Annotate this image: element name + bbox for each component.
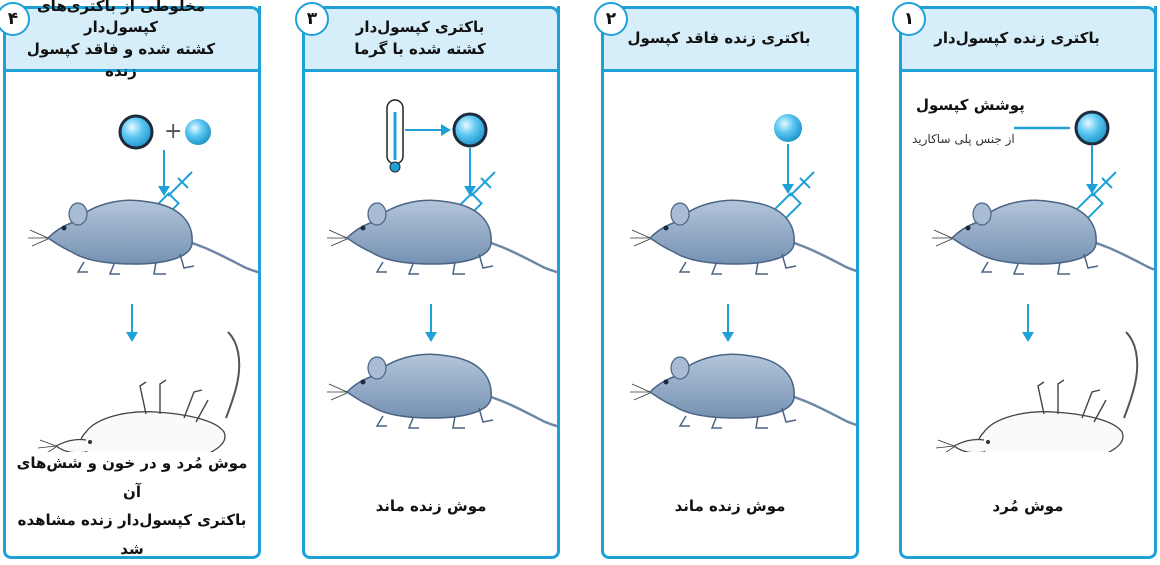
mouse-dead-icon — [936, 332, 1137, 452]
capsulated-bacteria-icon — [454, 114, 486, 146]
panel-4-header: مخلوطی از باکتری‌های کپسول‌دار کشته شده … — [3, 6, 261, 72]
panel-4-title: مخلوطی از باکتری‌های کپسول‌دار کشته شده … — [18, 0, 224, 83]
mouse-alive-icon — [327, 354, 557, 438]
mouse-alive-icon — [932, 200, 1154, 284]
panel-3: باکتری کپسول‌دار کشته شده با گرما ۳ موش … — [302, 6, 560, 559]
bacteria-icon — [774, 114, 802, 142]
panel-2-number: ۲ — [594, 2, 628, 36]
panel-3-number: ۳ — [295, 2, 329, 36]
bacteria-icon — [185, 119, 211, 145]
panel-2-header: باکتری زنده فاقد کپسول — [601, 6, 859, 72]
mouse-alive-icon — [28, 200, 258, 284]
capsulated-bacteria-icon — [1076, 112, 1108, 144]
panel-1: باکتری زنده کپسول‌دار ۱ پوشش کپسول از جن… — [899, 6, 1157, 559]
panel-1-header: باکتری زنده کپسول‌دار — [899, 6, 1157, 72]
panel-2-illustration — [604, 72, 856, 452]
panel-1-result: موش مُرد — [906, 466, 1150, 546]
mouse-alive-icon — [630, 354, 856, 438]
panel-2-title: باکتری زنده فاقد کپسول — [627, 28, 810, 50]
panel-2-result: موش زنده ماند — [608, 466, 852, 546]
panel-3-illustration — [305, 72, 557, 452]
mouse-alive-icon — [327, 200, 557, 284]
panel-3-title: باکتری کپسول‌دار کشته شده با گرما — [354, 17, 485, 61]
panel-1-number: ۱ — [892, 2, 926, 36]
panel-4-illustration: + — [6, 72, 258, 452]
panel-3-header: باکتری کپسول‌دار کشته شده با گرما — [302, 6, 560, 72]
panel-2: باکتری زنده فاقد کپسول ۲ موش زنده ماند — [601, 6, 859, 559]
mouse-alive-icon — [630, 200, 856, 284]
panel-1-title: باکتری زنده کپسول‌دار — [934, 28, 1099, 50]
mouse-dead-icon — [38, 332, 239, 452]
plus-sign: + — [164, 119, 182, 144]
panel-1-illustration — [902, 72, 1154, 452]
panel-4: مخلوطی از باکتری‌های کپسول‌دار کشته شده … — [3, 6, 261, 559]
panel-4-result: موش مُرد و در خون و شش‌های آن باکتری کپس… — [10, 466, 254, 546]
panel-3-result: موش زنده ماند — [309, 466, 553, 546]
capsulated-bacteria-icon — [120, 116, 152, 148]
